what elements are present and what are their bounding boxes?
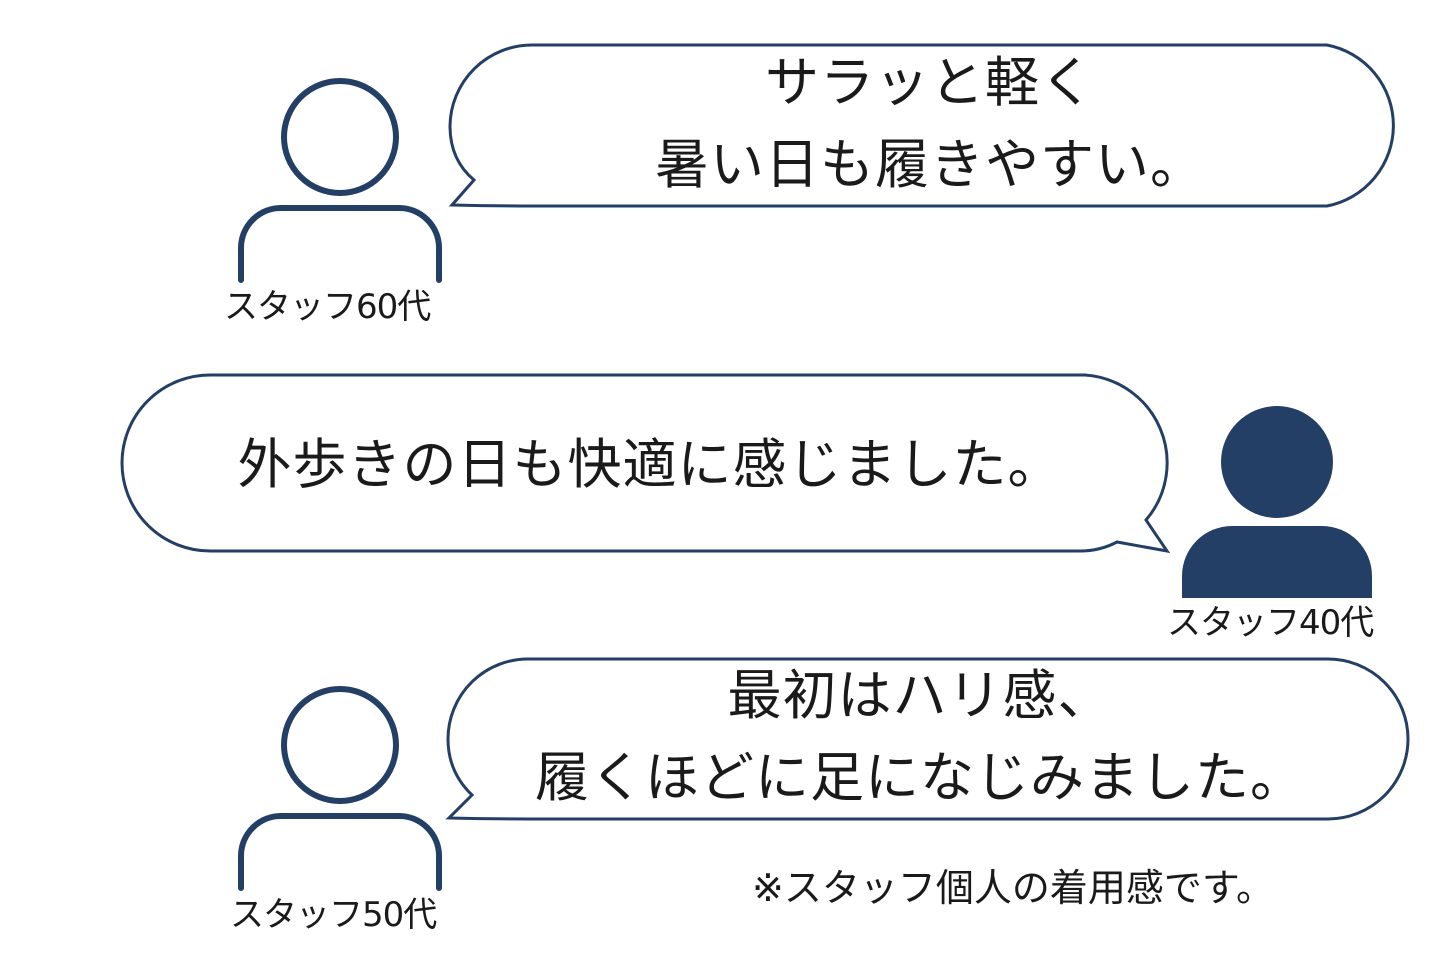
speech-bubble-1	[448, 43, 1395, 208]
bubble-3-line-1: 最初はハリ感、	[727, 664, 1113, 727]
bubble-1-text: サラッと軽く 暑い日も履きやすい。	[520, 42, 1340, 206]
bubble-3-line-2: 履くほどに足になじみました。	[535, 746, 1305, 809]
speech-bubble-3	[445, 657, 1410, 821]
user-outline-icon	[238, 78, 442, 283]
staff-label-40s: スタッフ40代	[1167, 603, 1374, 643]
bubble-1-line-2: 暑い日も履きやすい。	[655, 133, 1205, 196]
user-outline-icon	[238, 686, 442, 891]
staff-label-50s: スタッフ50代	[230, 895, 437, 935]
bubble-1-line-1: サラッと軽く	[765, 51, 1095, 114]
user-filled-icon	[1182, 406, 1372, 598]
bubble-3-text: 最初はハリ感、 履くほどに足になじみました。	[470, 655, 1370, 819]
disclaimer-note: ※スタッフ個人の着用感です。	[752, 866, 1275, 910]
staff-label-60s: スタッフ60代	[224, 287, 431, 327]
bubble-2-text: 外歩きの日も快適に感じました。	[150, 424, 1150, 506]
bubble-2-line-1: 外歩きの日も快適に感じました。	[237, 433, 1063, 496]
speech-bubble-2	[120, 373, 1171, 554]
